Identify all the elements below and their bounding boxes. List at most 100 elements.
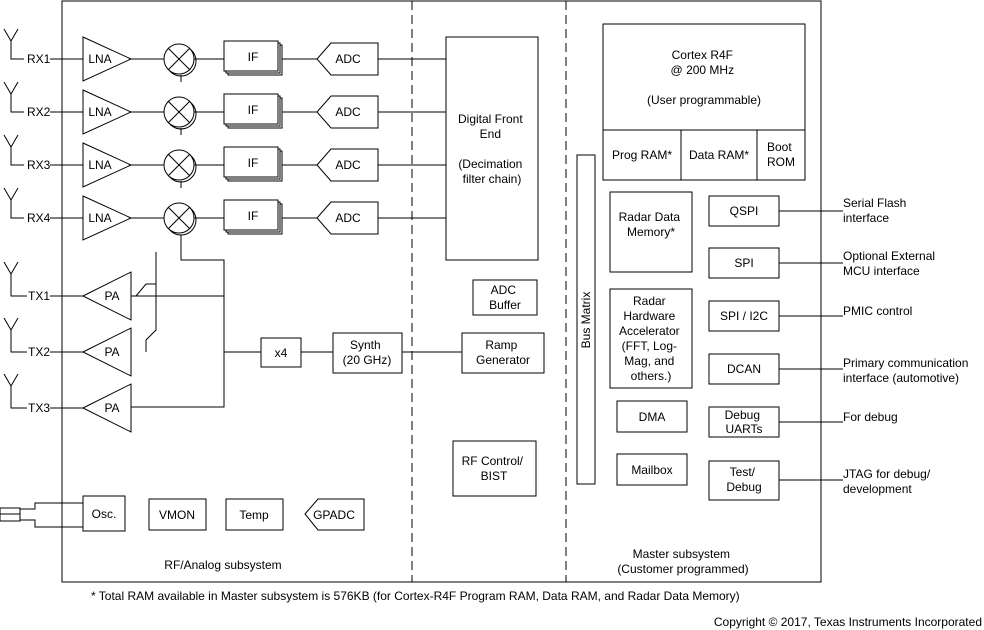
dma-label: DMA <box>639 410 666 424</box>
primary-communication-interface-label: Primary communication interface (automot… <box>843 356 972 385</box>
rf-control-bist-label: RF Control/ BIST <box>462 454 527 483</box>
tx-port-label: TX3 <box>28 401 50 415</box>
pmic-control-label: PMIC control <box>843 304 912 318</box>
pa-amplifier <box>81 383 132 433</box>
external-mcu-interface-label: Optional External MCU interface <box>843 249 938 278</box>
bus-matrix-label: Bus Matrix <box>579 292 593 349</box>
spi-i2c-block: SPI / I2C <box>708 300 780 332</box>
spi-block: SPI <box>708 247 780 279</box>
data-ram-label: Data RAM* <box>689 148 749 162</box>
dcan-label: DCAN <box>727 362 761 376</box>
synthesizer-block: Synth (20 GHz) <box>332 332 403 374</box>
adc-buffer-label: ADC Buffer <box>489 283 521 312</box>
adc-buffer-block: ADC Buffer <box>472 279 538 316</box>
rx-antenna-icon <box>3 187 24 219</box>
gpadc-block: GPADC <box>304 498 365 531</box>
tx-port-label: TX1 <box>28 289 50 303</box>
lo-distribution-wires <box>131 235 462 408</box>
cortex-r4f-block: Cortex R4F @ 200 MHz (User programmable)… <box>602 23 806 181</box>
x4-multiplier-block: x4 <box>260 337 302 368</box>
boot-rom-label: Boot ROM <box>767 140 795 169</box>
ramp-generator-label: Ramp Generator <box>476 338 530 367</box>
dma-block: DMA <box>616 400 688 433</box>
synthesizer-label: Synth (20 GHz) <box>343 338 392 367</box>
temp-sensor-block: Temp <box>225 498 284 531</box>
debug-uarts-label: Debug UARTs <box>725 408 764 436</box>
ramp-generator-block: Ramp Generator <box>461 332 545 374</box>
if-filter-block: IF <box>223 93 283 129</box>
for-debug-label: For debug <box>843 410 898 424</box>
x4-multiplier-label: x4 <box>275 346 288 360</box>
pa-label: PA <box>104 401 119 415</box>
copyright: Copyright © 2017, Texas Instruments Inco… <box>714 615 982 629</box>
external-interface-lines <box>779 210 843 481</box>
rf-control-bist-block: RF Control/ BIST <box>452 440 537 497</box>
serial-flash-interface-label: Serial Flash interface <box>843 196 910 225</box>
temp-sensor-label: Temp <box>239 508 269 522</box>
qspi-label: QSPI <box>730 204 759 218</box>
mixer-icon <box>163 43 197 77</box>
digital-front-end-label: Digital Front End (Decimation filter cha… <box>458 112 526 186</box>
vmon-block: VMON <box>148 498 207 531</box>
bus-matrix-block: Bus Matrix <box>576 154 596 485</box>
tx-port-label: TX2 <box>28 345 50 359</box>
tx-chain: TX1 PA <box>3 261 132 321</box>
lna-amplifier <box>82 89 133 135</box>
vmon-label: VMON <box>159 508 195 522</box>
oscillator-block: Osc. <box>0 495 126 532</box>
mailbox-block: Mailbox <box>616 453 688 486</box>
if-label: IF <box>248 50 259 64</box>
debug-uarts-block: Debug UARTs <box>708 406 780 438</box>
if-label: IF <box>248 209 259 223</box>
oscillator-label: Osc. <box>92 507 117 521</box>
digital-front-end: Digital Front End (Decimation filter cha… <box>445 36 539 261</box>
if-filter-block: IF <box>223 40 283 76</box>
if-label: IF <box>248 103 259 117</box>
jtag-debug-label: JTAG for debug/ development <box>843 467 934 496</box>
pa-label: PA <box>104 345 119 359</box>
footnote: * Total RAM available in Master subsyste… <box>91 589 740 603</box>
mailbox-label: Mailbox <box>631 463 672 477</box>
tx-antenna-icon <box>3 317 27 353</box>
if-label: IF <box>248 156 259 170</box>
radar-hardware-accelerator-label: Radar Hardware Accelerator (FFT, Log- Ma… <box>619 294 683 383</box>
mixer-icon <box>163 149 197 183</box>
prog-ram-label: Prog RAM* <box>612 148 672 162</box>
adc-label: ADC <box>335 158 361 172</box>
if-filter-block: IF <box>223 146 283 182</box>
master-subsystem-label: Master subsystem (Customer programmed) <box>617 547 748 576</box>
mixer-icon <box>163 202 197 236</box>
lna-amplifier <box>82 36 133 82</box>
adc-label: ADC <box>335 211 361 225</box>
test-debug-block: Test/ Debug <box>708 460 780 501</box>
rx-antenna-icon <box>3 28 24 60</box>
lna-label: LNA <box>88 105 111 119</box>
tx-chain: TX3 PA <box>3 373 132 433</box>
chip-outline <box>61 0 822 583</box>
pa-label: PA <box>104 289 119 303</box>
mixer-icon <box>163 96 197 130</box>
rx-chain: RX4 LNA IF ADC <box>3 187 446 241</box>
rx-port-label: RX1 <box>27 52 51 66</box>
radar-data-memory-label: Radar Data Memory* <box>619 210 684 239</box>
if-filter-block: IF <box>223 199 283 235</box>
test-debug-label: Test/ Debug <box>726 465 761 494</box>
spi-i2c-label: SPI / I2C <box>720 309 768 323</box>
rx-port-label: RX3 <box>27 158 51 172</box>
radar-data-memory-block: Radar Data Memory* <box>609 191 693 273</box>
qspi-block: QSPI <box>708 195 780 227</box>
adc-label: ADC <box>335 52 361 66</box>
rx-antenna-icon <box>3 134 24 166</box>
gpadc-label: GPADC <box>313 508 355 522</box>
rx-port-label: RX4 <box>27 211 51 225</box>
rx-chain: RX3 LNA IF ADC <box>3 134 446 188</box>
rx-antenna-icon <box>3 81 24 113</box>
lna-label: LNA <box>88 211 111 225</box>
lna-label: LNA <box>88 158 111 172</box>
radar-hardware-accelerator-block: Radar Hardware Accelerator (FFT, Log- Ma… <box>609 288 693 389</box>
